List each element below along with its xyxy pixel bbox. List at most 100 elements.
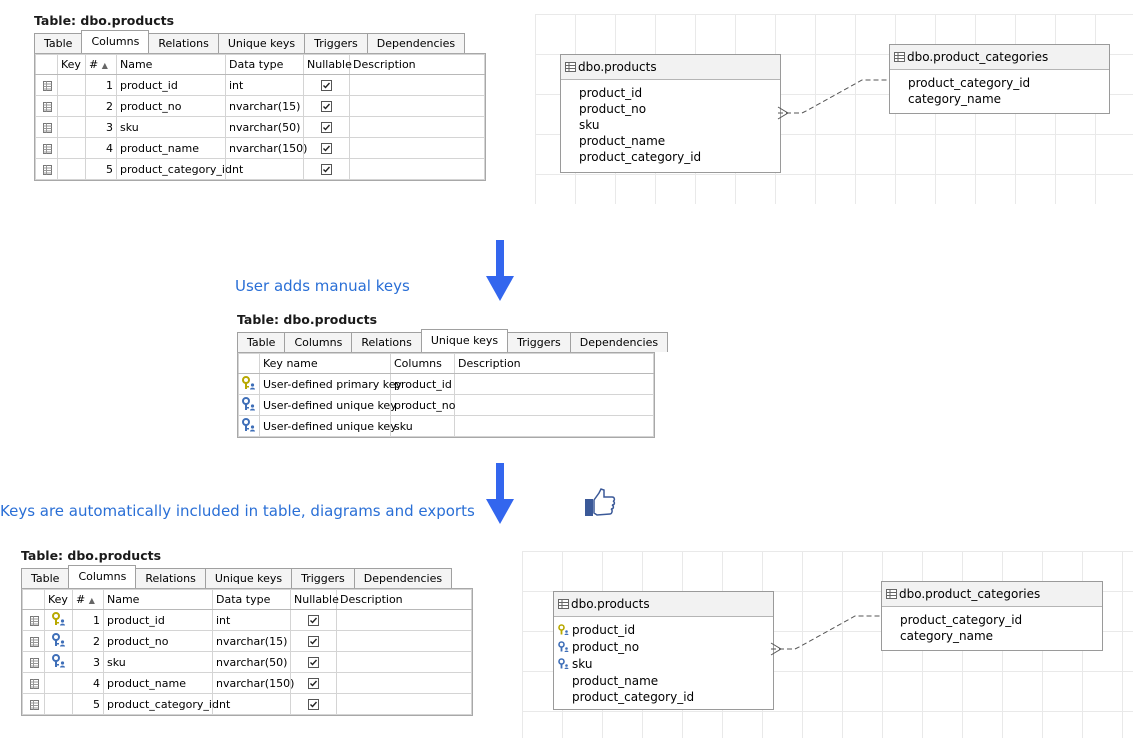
col-header-description[interactable]: Description xyxy=(454,353,654,374)
description-cell[interactable] xyxy=(454,394,654,416)
col-header-nullable[interactable]: Nullable xyxy=(303,54,352,75)
entity-field[interactable]: category_name xyxy=(900,628,1102,644)
row-selector[interactable] xyxy=(35,95,58,117)
data-type-cell[interactable]: int xyxy=(225,158,304,180)
entity-field[interactable]: product_no xyxy=(558,639,773,656)
data-type-cell[interactable]: nvarchar(50) xyxy=(212,651,291,673)
row-selector[interactable] xyxy=(22,672,45,694)
description-cell[interactable] xyxy=(349,137,485,159)
col-header-data-type[interactable]: Data type xyxy=(212,589,291,610)
nullable-checkbox[interactable] xyxy=(303,158,350,180)
description-cell[interactable] xyxy=(336,672,472,694)
nullable-checkbox[interactable] xyxy=(303,116,350,138)
nullable-checkbox[interactable] xyxy=(290,651,337,673)
key-name-cell[interactable]: User-defined primary key xyxy=(259,373,402,395)
description-cell[interactable] xyxy=(336,651,472,673)
data-type-cell[interactable]: nvarchar(150) xyxy=(212,672,294,694)
diagram-entity-product-categories[interactable]: dbo.product_categories product_category_… xyxy=(881,581,1103,651)
key-name-cell[interactable]: User-defined unique key xyxy=(259,394,397,416)
data-type-cell[interactable]: nvarchar(15) xyxy=(212,630,291,652)
tab-relations[interactable]: Relations xyxy=(148,33,219,53)
entity-field[interactable]: product_category_id xyxy=(558,689,773,705)
row-selector[interactable] xyxy=(35,116,58,138)
entity-field[interactable]: product_name xyxy=(558,673,773,689)
key-columns-cell[interactable]: product_no xyxy=(390,394,456,416)
description-cell[interactable] xyxy=(349,74,485,96)
tab-columns[interactable]: Columns xyxy=(81,30,150,53)
name-cell[interactable]: product_name xyxy=(116,137,226,159)
entity-field[interactable]: product_category_id xyxy=(908,75,1109,91)
tab-columns[interactable]: Columns xyxy=(68,565,137,588)
key-columns-cell[interactable]: product_id xyxy=(390,373,455,395)
tab-unique-keys[interactable]: Unique keys xyxy=(217,33,306,53)
relationship-line[interactable] xyxy=(777,74,890,122)
name-cell[interactable]: sku xyxy=(116,116,226,138)
tab-table[interactable]: Table xyxy=(237,332,286,352)
name-cell[interactable]: product_id xyxy=(103,609,213,631)
tab-dependencies[interactable]: Dependencies xyxy=(366,33,466,53)
entity-field[interactable]: product_id xyxy=(558,622,773,639)
entity-field[interactable]: sku xyxy=(558,656,773,673)
name-cell[interactable]: product_name xyxy=(103,672,213,694)
relationship-line[interactable] xyxy=(770,610,883,658)
name-cell[interactable]: product_no xyxy=(103,630,213,652)
tab-triggers[interactable]: Triggers xyxy=(304,33,368,53)
description-cell[interactable] xyxy=(454,415,654,437)
data-type-cell[interactable]: int xyxy=(212,693,291,715)
tab-table[interactable]: Table xyxy=(21,568,70,588)
entity-field[interactable]: category_name xyxy=(908,91,1109,107)
nullable-checkbox[interactable] xyxy=(303,95,350,117)
nullable-checkbox[interactable] xyxy=(290,672,337,694)
entity-field[interactable]: product_id xyxy=(579,85,780,101)
nullable-checkbox[interactable] xyxy=(290,630,337,652)
row-selector[interactable] xyxy=(22,693,45,715)
col-header-name[interactable]: Name xyxy=(103,589,213,610)
description-cell[interactable] xyxy=(336,609,472,631)
description-cell[interactable] xyxy=(349,95,485,117)
nullable-checkbox[interactable] xyxy=(290,609,337,631)
nullable-checkbox[interactable] xyxy=(290,693,337,715)
tab-relations[interactable]: Relations xyxy=(135,568,206,588)
row-selector[interactable] xyxy=(35,74,58,96)
name-cell[interactable]: product_category_id xyxy=(103,693,219,715)
col-header-key-name[interactable]: Key name xyxy=(259,353,391,374)
tab-unique-keys[interactable]: Unique keys xyxy=(204,568,293,588)
data-type-cell[interactable]: nvarchar(50) xyxy=(225,116,304,138)
tab-columns[interactable]: Columns xyxy=(284,332,353,352)
description-cell[interactable] xyxy=(349,116,485,138)
key-columns-cell[interactable]: sku xyxy=(390,415,455,437)
col-header-key[interactable]: Key xyxy=(57,54,86,75)
col-header-nullable[interactable]: Nullable xyxy=(290,589,339,610)
col-header-number[interactable]: # ▲ xyxy=(85,54,117,75)
col-header-columns[interactable]: Columns xyxy=(390,353,455,374)
row-selector[interactable] xyxy=(35,137,58,159)
row-selector[interactable] xyxy=(22,630,45,652)
entity-field[interactable]: sku xyxy=(579,117,780,133)
row-selector[interactable] xyxy=(22,609,45,631)
data-type-cell[interactable]: int xyxy=(212,609,291,631)
entity-field[interactable]: product_category_id xyxy=(579,149,780,165)
entity-field[interactable]: product_name xyxy=(579,133,780,149)
data-type-cell[interactable]: nvarchar(15) xyxy=(225,95,304,117)
col-header-name[interactable]: Name xyxy=(116,54,226,75)
tab-table[interactable]: Table xyxy=(34,33,83,53)
name-cell[interactable]: sku xyxy=(103,651,213,673)
key-name-cell[interactable]: User-defined unique key xyxy=(259,415,397,437)
description-cell[interactable] xyxy=(349,158,485,180)
data-type-cell[interactable]: nvarchar(150) xyxy=(225,137,307,159)
nullable-checkbox[interactable] xyxy=(303,74,350,96)
row-selector[interactable] xyxy=(22,651,45,673)
col-header-data-type[interactable]: Data type xyxy=(225,54,304,75)
